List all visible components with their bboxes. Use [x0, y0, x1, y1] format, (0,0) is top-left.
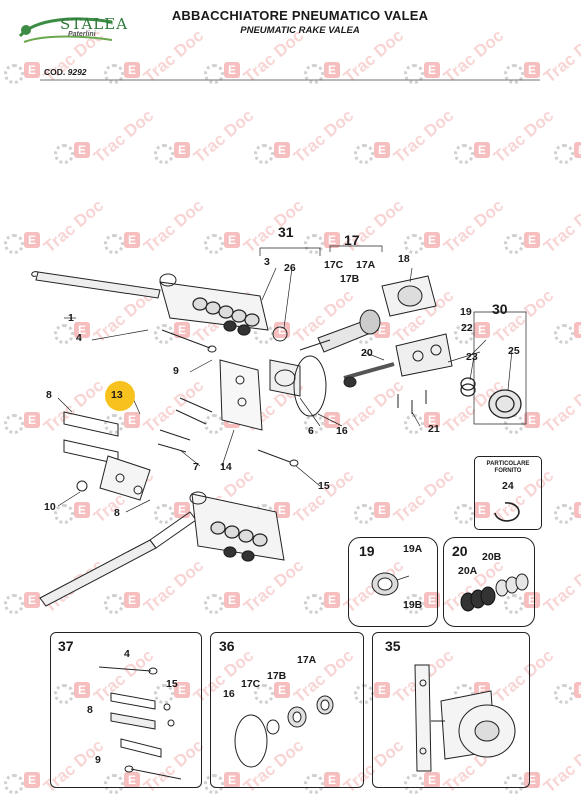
panel-37: 37 4 15 8 9 [50, 632, 202, 788]
logo-swoosh-icon [18, 17, 113, 43]
shaft-1 [35, 271, 161, 299]
callout-15: 15 [318, 480, 330, 492]
panel-37-callout-15: 15 [166, 678, 178, 690]
callout-31: 31 [278, 224, 294, 240]
inset-19: 19 19A 19B [348, 537, 438, 627]
code-label: COD. [44, 67, 66, 77]
inset-supplied-label: PARTICOLARE FORNITO [486, 461, 530, 474]
callout-4: 4 [76, 332, 82, 344]
panel-37-title: 37 [58, 638, 74, 654]
panel-37-callout-9: 9 [95, 754, 101, 766]
callout-22: 22 [461, 322, 473, 334]
panel-37-callout-4: 4 [124, 648, 130, 660]
callout-21: 21 [428, 423, 440, 435]
seal-pack-20-icon [460, 573, 529, 612]
flange [269, 359, 301, 397]
callout-16: 16 [336, 425, 348, 437]
valve-20 [395, 333, 453, 377]
assembly-35-icon [414, 664, 516, 772]
inset-supplied-callout: 24 [502, 480, 514, 492]
callout-3: 3 [264, 256, 270, 268]
brand-name: STALEA [60, 15, 129, 33]
callout-17b: 17B [340, 273, 360, 285]
brand-subname: Paterlini [68, 31, 96, 38]
callout-6: 6 [308, 425, 314, 437]
inset-19-title: 19 [359, 543, 375, 559]
inset-20: 20 20B 20A [443, 537, 535, 627]
callout-8-bottom: 8 [114, 507, 120, 519]
highlight-marker [105, 381, 135, 411]
panel-36: 36 17A 17B 17C 16 [210, 632, 364, 788]
inset-19-b: 19B [403, 599, 423, 611]
callout-1: 1 [68, 312, 74, 324]
bottom-head [39, 539, 157, 607]
callout-30: 30 [492, 301, 508, 317]
callout-17: 17 [344, 232, 360, 248]
panel-36-callout-17b: 17B [267, 670, 287, 682]
callout-8-top: 8 [46, 389, 52, 401]
panel-36-title: 36 [219, 638, 235, 654]
code-value: 9292 [67, 67, 87, 77]
circlip-icon [494, 502, 520, 522]
seal-19-icon [371, 572, 410, 596]
code-line: COD. 9292 [44, 67, 87, 77]
inset-19-a: 19A [403, 543, 423, 555]
callout-10: 10 [44, 501, 56, 513]
callout-13: 13 [111, 389, 123, 401]
linkage-37-icon [98, 666, 182, 780]
callout-19: 19 [460, 306, 472, 318]
page-subtitle: PNEUMATIC RAKE VALEA [240, 25, 360, 36]
page-title: ABBACCHIATORE PNEUMATICO VALEA [171, 8, 429, 23]
panel-36-callout-17c: 17C [241, 678, 261, 690]
inset-supplied-part: PARTICOLARE FORNITO 24 [474, 456, 542, 530]
inset-20-a: 20A [458, 565, 478, 577]
callout-25: 25 [508, 345, 520, 357]
callout-17a: 17A [356, 259, 376, 271]
callout-20: 20 [361, 347, 373, 359]
panel-35-title: 35 [385, 638, 401, 654]
callout-17c: 17C [324, 259, 344, 271]
header-divider [40, 79, 540, 81]
callout-23: 23 [466, 351, 478, 363]
panel-37-callout-8: 8 [87, 704, 93, 716]
callout-9: 9 [173, 365, 179, 377]
panel-36-callout-16: 16 [223, 688, 235, 700]
bracket-plate [219, 359, 263, 431]
panel-36-callout-17a: 17A [297, 654, 317, 666]
inset-20-title: 20 [452, 543, 468, 559]
seal-kit-36-icon [234, 695, 334, 768]
inset-20-b: 20B [482, 551, 502, 563]
callout-7: 7 [193, 461, 199, 473]
callout-26: 26 [284, 262, 296, 274]
callout-18: 18 [398, 253, 410, 265]
linkage [63, 411, 119, 437]
panel-35: 35 [372, 632, 530, 788]
callout-14: 14 [220, 461, 232, 473]
